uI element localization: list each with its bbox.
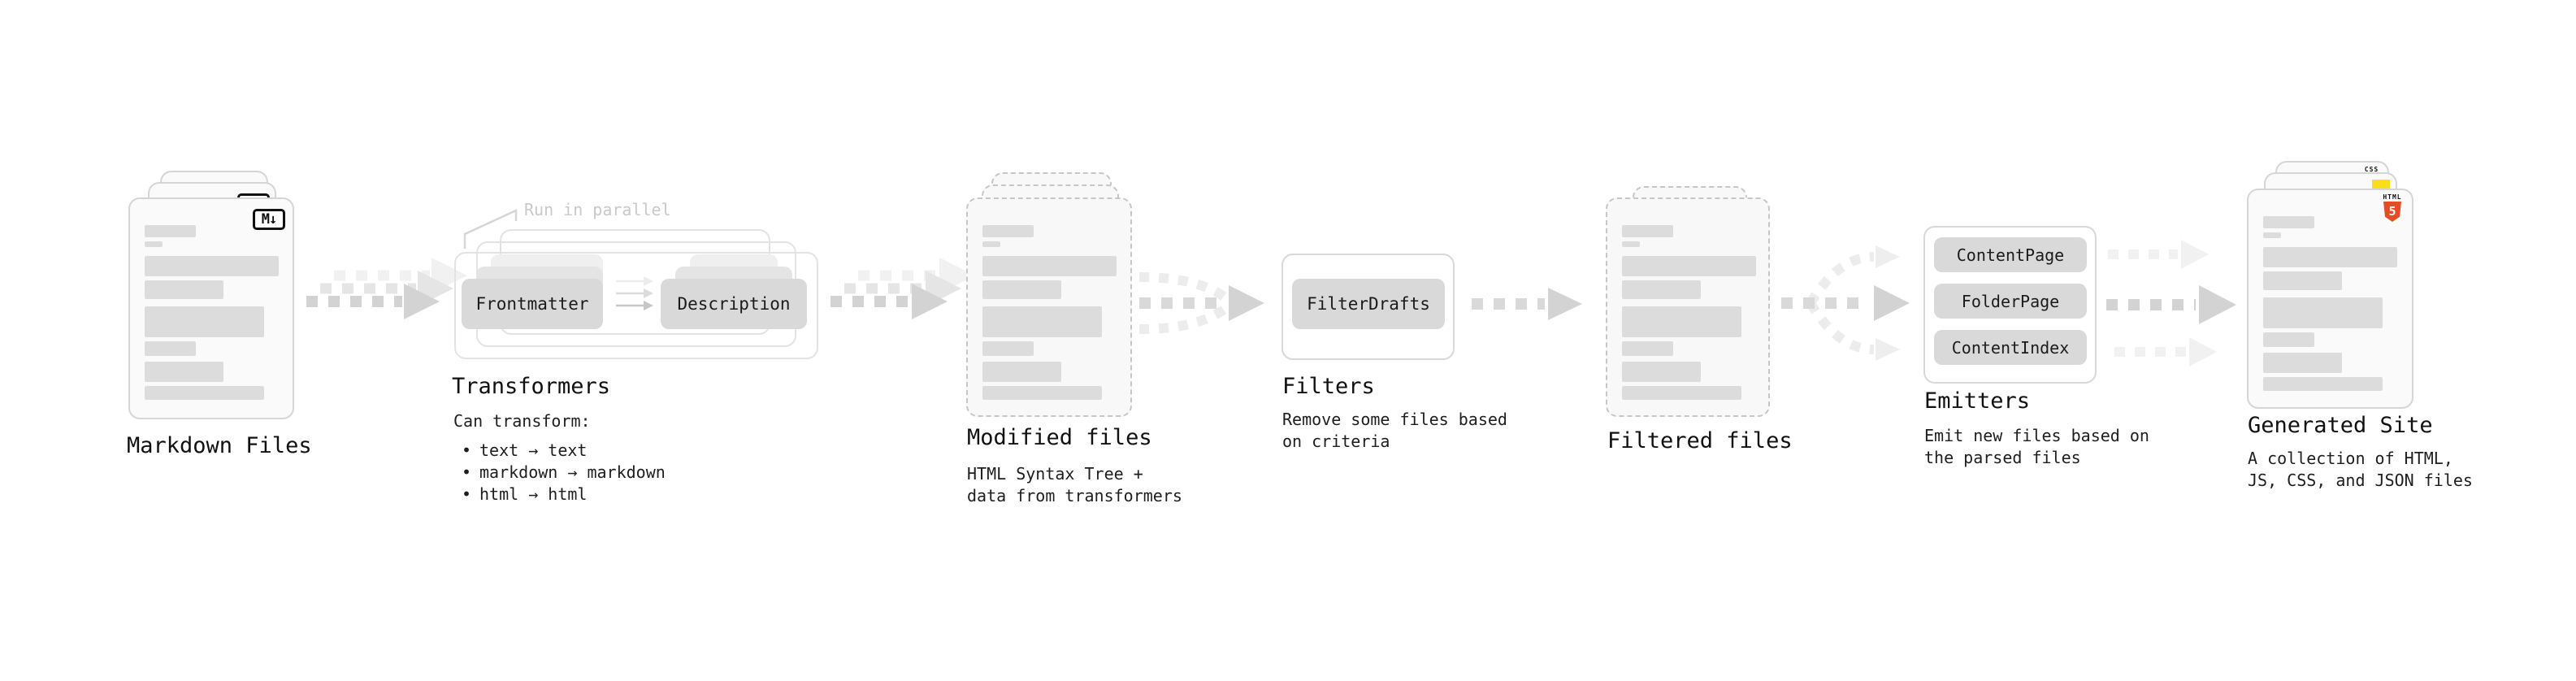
placeholder-text-bar <box>1622 280 1701 299</box>
placeholder-text-bar <box>145 341 196 356</box>
emitter-node-contentpage: ContentPage <box>1934 237 2087 272</box>
placeholder-text-bar <box>982 362 1061 382</box>
placeholder-text-bar <box>2263 247 2397 267</box>
placeholder-text-bar <box>145 386 264 400</box>
placeholder-text-bar <box>982 280 1061 299</box>
transformers-description: Can transform: • text → text • markdown … <box>453 410 666 505</box>
run-in-parallel-annotation: Run in parallel <box>524 200 671 219</box>
arrow-transformers-to-modified <box>830 258 975 319</box>
arrow-filters-to-filtered <box>1472 288 1582 320</box>
placeholder-text-bar <box>2263 216 2314 228</box>
desc-heading: Can transform: <box>453 411 591 431</box>
emitters-description: Emit new files based on the parsed files <box>1924 425 2149 469</box>
arrow-filtered-to-emitters-diverge <box>1781 245 1910 361</box>
placeholder-text-bar <box>145 241 163 247</box>
generated-site-description: A collection of HTML, JS, CSS, and JSON … <box>2248 448 2473 492</box>
desc-line: data from transformers <box>967 486 1182 505</box>
list-item: • markdown → markdown <box>462 462 666 484</box>
run-in-parallel-leader-line <box>463 209 518 249</box>
placeholder-text-bar <box>2263 377 2383 391</box>
list-item-text: markdown → markdown <box>479 462 666 482</box>
section-title-generated-site: Generated Site <box>2248 413 2433 438</box>
section-title-emitters: Emitters <box>1924 388 2031 414</box>
desc-line: Emit new files based on <box>1924 426 2149 445</box>
modified-file-card-front <box>966 197 1132 417</box>
placeholder-text-bar <box>2263 271 2342 290</box>
arrow-emitters-to-site-parallel <box>2106 240 2236 367</box>
filter-node-filterdrafts: FilterDrafts <box>1292 279 1445 329</box>
section-title-filters: Filters <box>1282 374 1375 399</box>
placeholder-text-bar <box>1622 341 1673 356</box>
section-title-modified-files: Modified files <box>967 425 1152 450</box>
list-item: • text → text <box>462 440 666 462</box>
site-file-card-html: HTML 5 <box>2247 189 2413 409</box>
placeholder-text-bar <box>145 280 223 299</box>
desc-line: A collection of HTML, <box>2248 449 2453 468</box>
placeholder-text-bar <box>2263 332 2314 347</box>
modified-files-description: HTML Syntax Tree + data from transformer… <box>967 463 1182 507</box>
placeholder-text-bar <box>1622 256 1756 276</box>
markdown-icon: M↓ <box>253 209 285 230</box>
placeholder-text-bar <box>2263 297 2383 328</box>
transformer-node-frontmatter: Frontmatter <box>462 279 603 329</box>
section-title-markdown-files: Markdown Files <box>127 433 312 458</box>
desc-line: HTML Syntax Tree + <box>967 464 1143 484</box>
transformer-frame-front <box>454 252 818 359</box>
list-item-text: text → text <box>479 440 588 460</box>
emitter-node-folderpage: FolderPage <box>1934 284 2087 319</box>
placeholder-text-bar <box>1622 362 1701 382</box>
placeholder-text-bar <box>1622 225 1673 237</box>
bullet-icon: • <box>462 440 472 460</box>
html5-icon-label: HTML <box>2383 193 2402 201</box>
arrow-markdown-to-transformers <box>306 258 467 319</box>
transformer-node-description: Description <box>661 279 807 329</box>
placeholder-text-bar <box>982 256 1117 276</box>
bullet-icon: • <box>462 462 472 482</box>
placeholder-text-bar <box>982 341 1034 356</box>
desc-line: on criteria <box>1282 432 1390 451</box>
placeholder-text-bar <box>145 306 264 337</box>
placeholder-text-bar <box>145 256 279 276</box>
transform-list: • text → text • markdown → markdown • ht… <box>453 440 666 505</box>
placeholder-text-bar <box>145 225 196 237</box>
placeholder-text-bar <box>2263 353 2342 373</box>
placeholder-text-bar <box>1622 306 1741 337</box>
css-icon-label: CSS <box>2364 166 2379 173</box>
desc-line: JS, CSS, and JSON files <box>2248 471 2473 490</box>
placeholder-text-bar <box>1622 386 1741 400</box>
placeholder-text-bar <box>2263 232 2281 238</box>
html5-icon-shield: 5 <box>2383 202 2401 222</box>
js-icon <box>2372 180 2390 190</box>
placeholder-text-bar <box>145 362 223 382</box>
html5-icon: HTML 5 <box>2383 193 2402 222</box>
section-title-transformers: Transformers <box>452 374 611 399</box>
markdown-file-card-front: M↓ <box>128 197 294 419</box>
filters-description: Remove some files based on criteria <box>1282 409 1507 453</box>
placeholder-text-bar <box>982 306 1102 337</box>
placeholder-text-bar <box>982 241 1000 247</box>
list-item: • html → html <box>462 484 666 505</box>
placeholder-text-bar <box>982 386 1102 400</box>
arrow-modified-to-filters-converge <box>1138 272 1264 334</box>
desc-line: the parsed files <box>1924 448 2081 467</box>
emitter-node-contentindex: ContentIndex <box>1934 330 2087 365</box>
placeholder-text-bar <box>1622 241 1640 247</box>
bullet-icon: • <box>462 484 472 504</box>
desc-line: Remove some files based <box>1282 410 1507 429</box>
section-title-filtered-files: Filtered files <box>1607 428 1793 453</box>
arrow-frontmatter-to-description <box>616 276 653 310</box>
list-item-text: html → html <box>479 484 588 504</box>
placeholder-text-bar <box>982 225 1034 237</box>
filtered-file-card-front <box>1606 197 1770 417</box>
